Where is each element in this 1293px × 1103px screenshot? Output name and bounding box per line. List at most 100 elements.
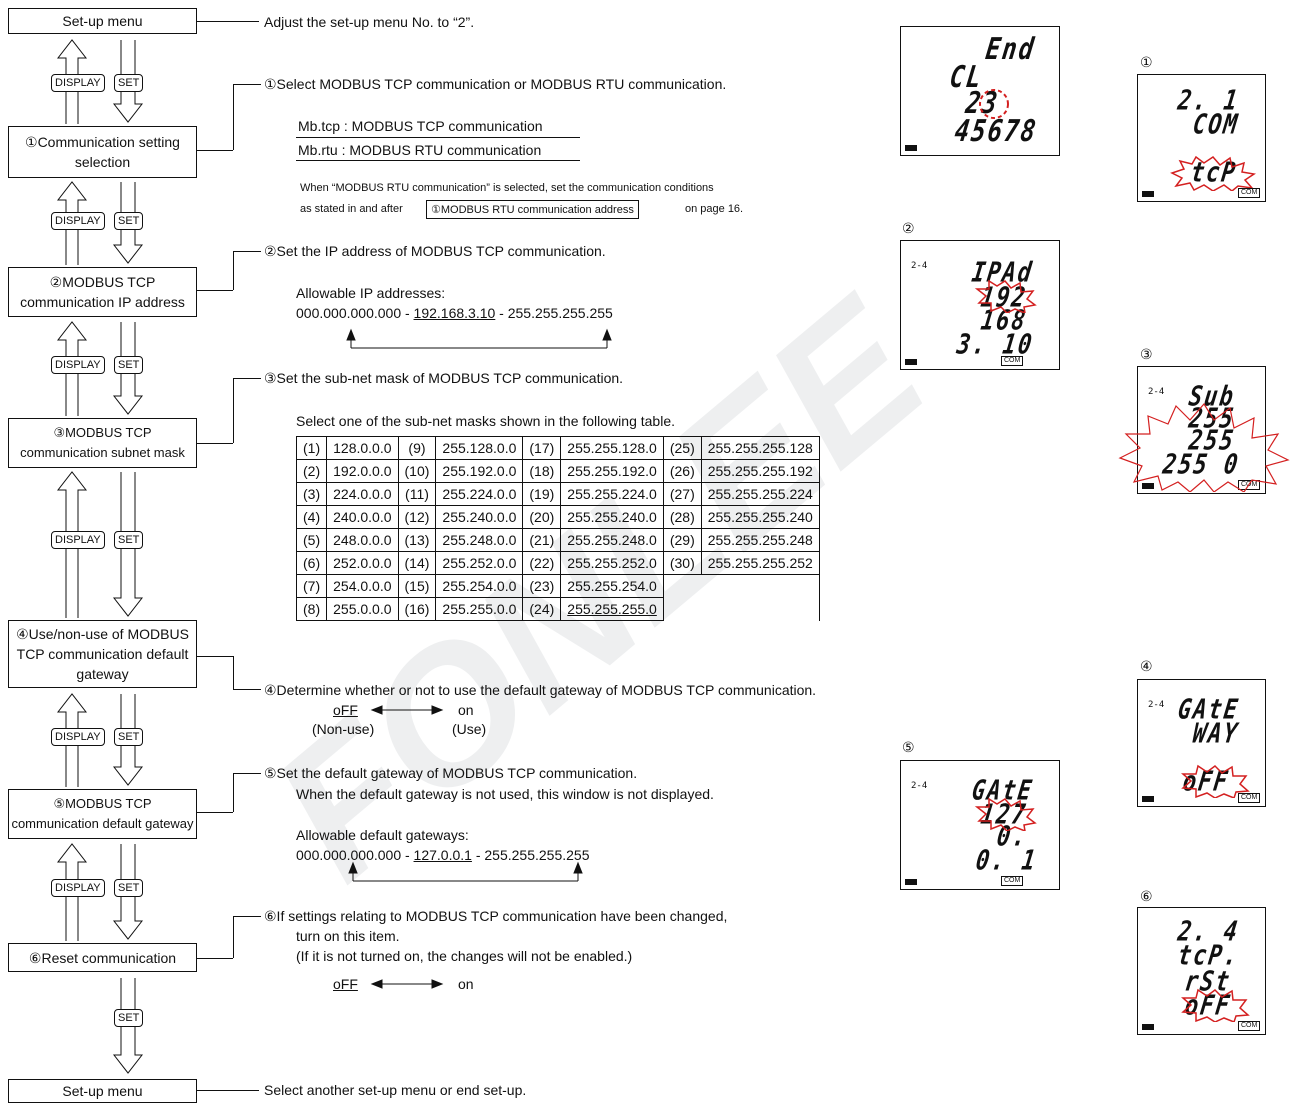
table-cell: 255.255.255.252	[700, 551, 820, 575]
lcd-communication-select: 2. 1 COM tcP COM	[1137, 74, 1266, 202]
table-row: (1)128.0.0.0(9)255.128.0.0(17)255.255.12…	[295, 436, 820, 460]
lcd-label: ⑥	[1140, 888, 1153, 904]
connector-line	[233, 689, 261, 690]
table-cell: (10)	[397, 459, 437, 483]
range-arrows	[346, 328, 612, 989]
gw-min: 000.000.000.000 -	[296, 847, 414, 863]
lcd-tag: 2-4	[911, 781, 928, 791]
set-key-label: SET	[114, 356, 144, 374]
note-step1-rtu-reference: ①MODBUS RTU communication address	[426, 200, 639, 219]
connector-line	[233, 916, 234, 958]
note-step1-option-tcp: Mb.tcp : MODBUS TCP communication	[298, 118, 543, 134]
note-step1-title: ①Select MODBUS TCP communication or MODB…	[264, 76, 727, 92]
table-cell: (19)	[522, 482, 562, 506]
table-cell: 248.0.0.0	[326, 528, 399, 552]
connector-line	[233, 773, 234, 812]
lcd-line: 0. 1	[973, 845, 1040, 878]
table-cell: (29)	[662, 528, 702, 552]
note-step1-rtu-note-c: on page 16.	[685, 203, 744, 215]
connector-line	[197, 21, 259, 22]
connector-line	[233, 378, 261, 379]
table-cell: (21)	[522, 528, 562, 552]
connector-line	[197, 290, 233, 291]
down-arrow	[112, 322, 144, 415]
table-cell: 252.0.0.0	[326, 551, 399, 575]
connector-line	[197, 656, 233, 657]
note-step6-line2: turn on this item.	[296, 928, 400, 944]
up-arrow	[56, 471, 88, 618]
table-cell: (16)	[397, 597, 437, 621]
table-cell: 240.0.0.0	[326, 505, 399, 529]
note-step1-option-rtu: Mb.rtu : MODBUS RTU communication	[298, 142, 542, 158]
table-row: (7)254.0.0.0(15)255.254.0.0(23)255.255.2…	[295, 574, 820, 598]
lcd-line: WAY	[1191, 718, 1242, 751]
note-setup-bottom: Select another set-up menu or end set-up…	[264, 1082, 527, 1098]
up-arrow	[56, 693, 88, 787]
lcd-label: ②	[902, 220, 915, 236]
set-indicator	[905, 879, 917, 885]
flow-box-setup-menu: Set-up menu	[8, 8, 197, 34]
table-cell: 255.255.0.0	[435, 597, 524, 621]
set-key-label: SET	[114, 728, 144, 746]
flash-indicator	[1170, 155, 1256, 191]
option-off-desc: (Non-use)	[312, 721, 375, 737]
up-arrow	[56, 843, 88, 941]
set-key-label: SET	[114, 531, 144, 549]
table-cell: (12)	[397, 505, 437, 529]
lcd-line: End	[983, 31, 1038, 67]
flash-indicator	[1118, 402, 1290, 492]
table-row: (3)224.0.0.0(11)255.224.0.0(19)255.255.2…	[295, 482, 820, 506]
connector-line	[197, 812, 233, 813]
connector-line	[197, 150, 233, 151]
connector-line	[233, 656, 234, 689]
connector-line	[233, 378, 234, 443]
option-off: oFF	[333, 702, 358, 718]
flow-box-setup-menu-end: Set-up menu	[8, 1079, 197, 1103]
down-arrow	[112, 182, 144, 264]
table-row: (4)240.0.0.0(12)255.240.0.0(20)255.255.2…	[295, 505, 820, 529]
table-cell: (9)	[397, 436, 437, 460]
table-cell: 255.224.0.0	[435, 482, 524, 506]
table-cell: 255.255.255.240	[700, 505, 820, 529]
table-cell: 255.128.0.0	[435, 436, 524, 460]
table-cell: 255.255.224.0	[560, 482, 664, 506]
ip-default: 192.168.3.10	[413, 305, 496, 321]
lcd-tag: 2-4	[1148, 387, 1165, 397]
table-cell: 255.255.255.192	[700, 459, 820, 483]
com-indicator: COM	[1238, 793, 1261, 803]
down-arrow	[112, 978, 144, 1074]
down-arrow	[112, 844, 144, 940]
gw-max: - 255.255.255.255	[471, 847, 590, 863]
table-cell: (15)	[397, 574, 437, 598]
up-arrow	[56, 181, 88, 265]
table-cell: 255.255.255.0	[560, 597, 664, 621]
display-key-label: DISPLAY	[51, 531, 105, 549]
set-key-label: SET	[114, 212, 144, 230]
set-indicator	[1142, 796, 1154, 802]
connector-line	[197, 958, 233, 959]
connector-line	[233, 251, 261, 252]
table-cell: (8)	[295, 597, 328, 621]
flash-indicator	[979, 89, 1009, 119]
set-indicator	[1142, 191, 1154, 197]
note-step3-title: ③Set the sub-net mask of MODBUS TCP comm…	[264, 370, 624, 386]
lcd-label: ⑤	[902, 739, 915, 755]
display-key-label: DISPLAY	[51, 728, 105, 746]
note-step1-rtu-note: When “MODBUS RTU communication” is selec…	[300, 182, 714, 194]
lcd-setup-menu: End CL 23 45678	[900, 26, 1060, 156]
lcd-label: ④	[1140, 658, 1153, 674]
option-divider	[296, 160, 580, 161]
set-indicator	[905, 359, 917, 365]
flow-box-reset-communication: ⑥Reset communication	[8, 943, 197, 972]
note-step1-rtu-note-b: as stated in and after	[300, 203, 403, 215]
flash-indicator	[974, 797, 1037, 831]
table-cell: 255.254.0.0	[435, 574, 524, 598]
table-cell: 255.255.255.224	[700, 482, 820, 506]
option-on: on	[458, 702, 474, 718]
table-cell: (24)	[522, 597, 562, 621]
table-cell: 255.0.0.0	[326, 597, 399, 621]
set-key-label: SET	[114, 74, 144, 92]
